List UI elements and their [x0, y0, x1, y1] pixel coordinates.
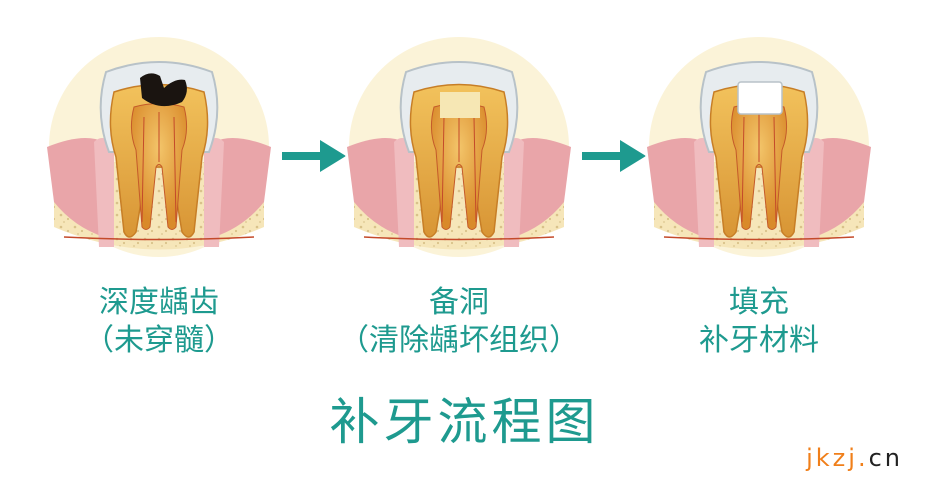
tooth-deep-cavity — [45, 33, 273, 261]
watermark-logo: jkzj.cn — [806, 444, 903, 472]
diagram-title: 补牙流程图 — [329, 393, 600, 451]
decay-mark — [140, 73, 187, 107]
prepared-cavity-mark — [440, 92, 480, 118]
arrow-right-icon — [582, 140, 646, 172]
step-label-line2: （未穿髓） — [84, 323, 234, 358]
step-label-deep-cavity: 深度龋齿 （未穿髓） — [9, 284, 309, 360]
tooth-filled — [645, 33, 873, 261]
tooth-prepared-cavity — [345, 33, 573, 261]
watermark-dot: . — [857, 444, 869, 472]
arrow-right-icon — [282, 140, 346, 172]
filling-material-mark — [737, 81, 783, 115]
step-label-line1: 备洞 — [429, 285, 489, 320]
step-label-fill: 填充 补牙材料 — [609, 284, 909, 360]
watermark-part2: cn — [868, 444, 903, 472]
step-label-line1: 深度龋齿 — [99, 285, 219, 320]
step-label-line2: 补牙材料 — [699, 323, 819, 358]
watermark-part1: jkzj — [806, 444, 858, 472]
step-label-line2: （清除龋坏组织） — [339, 323, 579, 358]
step-label-line1: 填充 — [729, 285, 789, 320]
step-label-prepare-cavity: 备洞 （清除龋坏组织） — [309, 284, 609, 360]
